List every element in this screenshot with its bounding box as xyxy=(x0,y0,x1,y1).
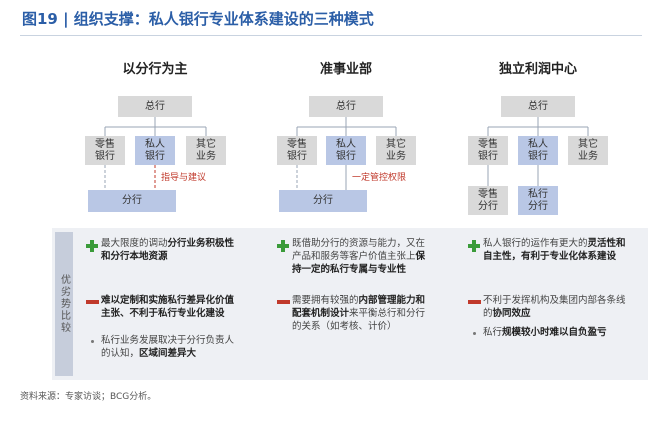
mode-title-branch-led: 以分行为主 xyxy=(122,62,188,77)
source-note: 资料来源：专家访谈；BCG分析。 xyxy=(20,392,157,402)
bullet-icon xyxy=(473,332,476,335)
mode-title-quasi-division: 准事业部 xyxy=(319,62,372,77)
pro-item: 最大限度的调动分行业务积极性和分行本地资源 xyxy=(101,238,235,262)
con-item: 难以定制和实施私行差异化价值主张、不利于私行专业化建设 xyxy=(101,295,235,319)
pros-cons-panel xyxy=(52,228,648,380)
org-box-other-business: 其它业务 xyxy=(186,136,226,165)
plus-icon xyxy=(277,240,289,252)
org-box-other-business: 其它业务 xyxy=(568,136,608,165)
org-box-retail-bank: 零售银行 xyxy=(277,136,317,165)
control-authority-note: 一定管控权限 xyxy=(352,173,407,183)
org-box-retail-bank: 零售银行 xyxy=(468,136,508,165)
org-box-branch: 分行 xyxy=(88,190,176,212)
org-box-headquarters: 总行 xyxy=(118,96,192,117)
bullet-item: 私行规模较小时难以自负盈亏 xyxy=(483,327,607,338)
minus-icon xyxy=(468,300,481,304)
org-box-branch: 分行 xyxy=(279,190,367,212)
org-connector-lines xyxy=(104,117,589,190)
con-item: 需要拥有较强的内部管理能力和配套机制设计来平衡总行和分行的关系（如考核、计价） xyxy=(292,295,426,332)
bullet-item: 私行业务发展取决于分行负责人的认知，区域间差异大 xyxy=(101,335,235,359)
plus-icon xyxy=(468,240,480,252)
mode-title-profit-center: 独立利润中心 xyxy=(498,62,577,77)
minus-icon xyxy=(277,300,290,304)
org-box-private-bank: 私人银行 xyxy=(326,136,366,165)
minus-icon xyxy=(86,300,99,304)
org-box-retail-branch: 零售分行 xyxy=(468,186,508,215)
con-item: 不利于发挥机构及集团内部各条线的协同效应 xyxy=(483,295,626,319)
org-box-private-bank: 私人银行 xyxy=(518,136,558,165)
org-box-private-bank: 私人银行 xyxy=(135,136,175,165)
plus-icon xyxy=(86,240,98,252)
pro-item: 私人银行的运作有更大的灵活性和自主性，有利于专业化体系建设 xyxy=(483,238,626,262)
org-box-other-business: 其它业务 xyxy=(376,136,416,165)
bullet-icon xyxy=(91,340,94,343)
pro-item: 既借助分行的资源与能力，又在产品和服务等客户价值主张上保持一定的私行专属与专业性 xyxy=(292,238,426,275)
org-box-private-branch: 私行分行 xyxy=(518,186,558,215)
guidance-note: 指导与建议 xyxy=(161,173,207,183)
title-divider xyxy=(20,35,642,36)
figure-title: 图19 | 组织支撑：私人银行专业体系建设的三种模式 xyxy=(22,10,374,28)
org-box-retail-bank: 零售银行 xyxy=(85,136,125,165)
org-box-headquarters: 总行 xyxy=(309,96,383,117)
pros-cons-label: 优劣势比较 xyxy=(55,232,73,376)
org-box-headquarters: 总行 xyxy=(501,96,575,117)
